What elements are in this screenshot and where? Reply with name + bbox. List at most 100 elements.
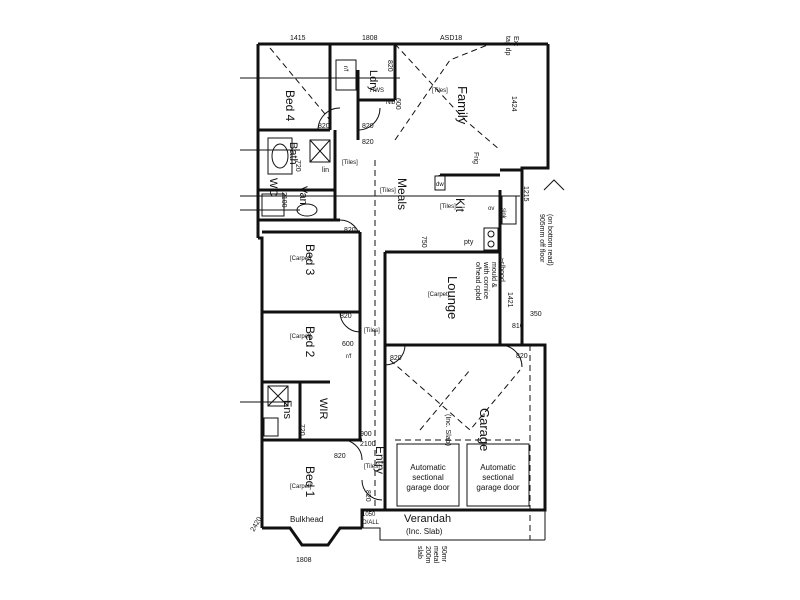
svg-text:2100: 2100 (360, 441, 376, 448)
room-bed1: Bed 1 (303, 466, 317, 498)
tag-bed1-carpet: [Carpet] (290, 484, 312, 490)
svg-text:pty: pty (464, 239, 474, 246)
metal-slab-note: 50mr metal 200m slab (416, 546, 447, 564)
bath-tub-basin (271, 143, 289, 169)
svg-text:slab: slab (416, 546, 423, 559)
tag-bed2-carpet: [Carpet] (290, 334, 312, 340)
tag-entry-tiles: [Tiles] (364, 464, 380, 470)
room-meals: Meals (395, 178, 409, 210)
garage-door-2-label: Automatic sectional garage door (476, 463, 519, 492)
svg-text:820: 820 (362, 123, 374, 130)
room-bath: Bath (287, 142, 299, 165)
svg-text:820: 820 (318, 123, 330, 130)
svg-text:820: 820 (386, 60, 393, 72)
room-garage: Garage (477, 408, 492, 451)
svg-text:820: 820 (390, 355, 402, 362)
svg-text:820: 820 (340, 313, 352, 320)
svg-text:1415: 1415 (290, 35, 306, 42)
tag-family-tiles: [Tiles] (432, 88, 448, 94)
floor-tags: [Tiles] [Tiles] [Tiles] [Tiles] [Carpet]… (290, 88, 456, 490)
svg-text:350: 350 (530, 311, 542, 318)
tag-hall-tiles: [Tiles] (364, 328, 380, 334)
fixtures (261, 59, 517, 437)
svg-text:r/f: r/f (346, 354, 352, 360)
garage-doors (396, 443, 530, 507)
tag-lounge-carpet: [Carpet] (428, 292, 450, 298)
bulkhead-note: Bulkhead (290, 515, 323, 524)
svg-text:sectional: sectional (412, 473, 444, 482)
room-bed2: Bed 2 (303, 326, 317, 358)
room-entry: Entry (373, 446, 387, 474)
room-labels: Bed 4 Family Ldry Bath WC Van Meals Kit … (267, 70, 492, 536)
door-swings (317, 107, 523, 501)
svg-text:810: 810 (512, 323, 524, 330)
tag-bath-tiles: [Tiles] (342, 160, 358, 166)
svg-text:1808: 1808 (296, 557, 312, 564)
svg-text:820: 820 (516, 353, 528, 360)
svg-text:r/hood: r/hood (498, 262, 505, 282)
room-ldry: Ldry (367, 70, 379, 92)
dimension-labels: 1415 1808 ASD18 820 600 820 820 820 720 … (250, 35, 542, 564)
tag-kit-tiles: [Tiles] (440, 204, 456, 210)
room-bed4: Bed 4 (283, 90, 297, 122)
room-van: Van (297, 186, 309, 205)
svg-text:905mm off floor: 905mm off floor (538, 214, 545, 263)
room-family: Family (455, 86, 470, 125)
svg-text:lin: lin (322, 167, 329, 174)
svg-text:600: 600 (342, 341, 354, 348)
lounge-note: o/head cpbd with cornice mould & r/hood (474, 261, 505, 301)
fixture-labels: lin pty dw Frig ov sink r/f r/f HWS Nib … (322, 66, 506, 360)
svg-text:820: 820 (334, 453, 346, 460)
svg-text:garage door: garage door (476, 483, 519, 492)
room-lounge: Lounge (445, 276, 460, 319)
svg-text:Frig: Frig (472, 152, 479, 164)
svg-text:600: 600 (394, 98, 401, 110)
svg-text:750: 750 (420, 236, 427, 248)
svg-text:1050: 1050 (362, 512, 376, 518)
verandah-slab: (Inc. Slab) (406, 527, 443, 536)
tag-meals-tiles: [Tiles] (380, 188, 396, 194)
svg-text:900: 900 (360, 431, 372, 438)
svg-text:garage door: garage door (406, 483, 449, 492)
room-wc: WC (267, 178, 279, 196)
svg-text:sectional: sectional (482, 473, 514, 482)
svg-text:200m: 200m (424, 546, 431, 564)
svg-text:Ext: Ext (512, 36, 519, 46)
laundry-trough (335, 59, 357, 91)
tag-bed3-carpet: [Carpet] (290, 256, 312, 262)
room-ens: Ens (281, 400, 293, 419)
garage-door-1-label: Automatic sectional garage door (406, 463, 449, 492)
svg-text:fr: fr (500, 258, 504, 264)
svg-text:1421: 1421 (506, 292, 513, 308)
ceiling-lines (269, 43, 531, 540)
svg-text:HWS: HWS (370, 88, 384, 94)
svg-text:1808: 1808 (362, 35, 378, 42)
svg-text:1215: 1215 (522, 186, 529, 202)
svg-text:o/head cpbd: o/head cpbd (474, 262, 481, 301)
svg-text:sink: sink (500, 208, 506, 220)
svg-text:Nib: Nib (386, 100, 396, 106)
svg-text:ASD18: ASD18 (440, 35, 462, 42)
svg-text:(on bottom read): (on bottom read) (546, 214, 553, 266)
svg-text:820: 820 (364, 490, 371, 502)
room-kit: Kit (453, 198, 467, 213)
ext-tap-note: Ext tap dp (504, 36, 519, 56)
svg-text:Automatic: Automatic (410, 463, 446, 472)
room-bed3: Bed 3 (303, 244, 317, 276)
room-verandah: Verandah (404, 513, 451, 525)
dishwasher (434, 175, 446, 191)
svg-text:dw: dw (436, 182, 444, 188)
svg-text:ov: ov (488, 206, 494, 212)
svg-text:720: 720 (298, 424, 305, 436)
cooktop (483, 227, 499, 251)
svg-text:820: 820 (344, 227, 356, 234)
svg-text:mould &: mould & (490, 262, 497, 288)
svg-text:r/f: r/f (342, 66, 348, 72)
room-wir: WIR (317, 398, 329, 419)
svg-text:50mr: 50mr (440, 546, 447, 563)
svg-text:tap dp: tap dp (504, 36, 511, 56)
svg-text:metal: metal (432, 546, 439, 564)
ensuite-wc (263, 417, 279, 437)
svg-text:820: 820 (362, 139, 374, 146)
